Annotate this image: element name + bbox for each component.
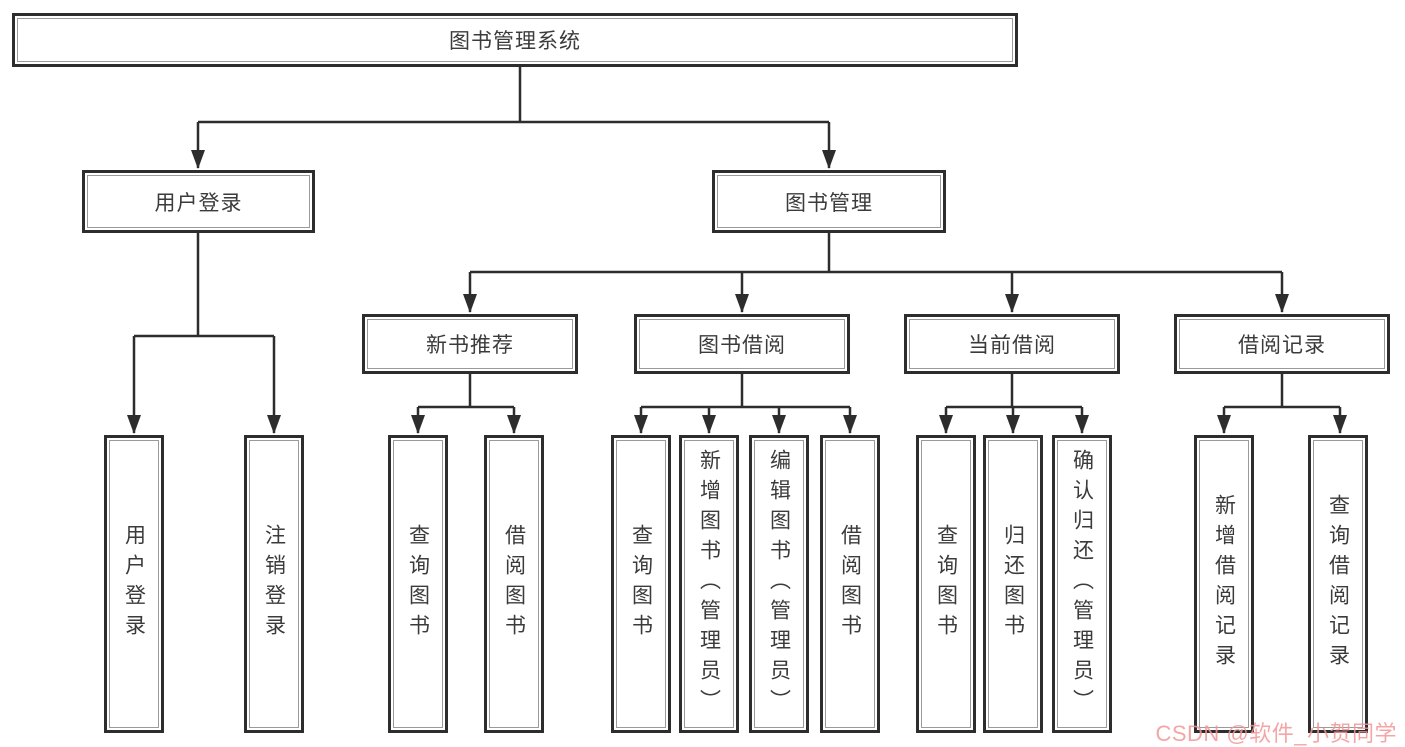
tree-rails	[134, 67, 1340, 409]
node-label: 用户登录	[122, 524, 146, 644]
node-book-management: 图书管理	[712, 170, 946, 233]
node-book-borrowing: 图书借阅	[634, 314, 850, 374]
leaf-borrow-books: 借阅图书	[820, 435, 880, 733]
leaf-recommend-query-books: 查询图书	[388, 435, 448, 733]
node-current-borrowing: 当前借阅	[904, 314, 1120, 374]
node-library-management-system: 图书管理系统	[12, 13, 1018, 67]
leaf-confirm-return-admin: 确认归还（管理员）	[1052, 435, 1112, 733]
node-label: 编辑图书（管理员）	[767, 449, 791, 719]
leaf-user-login: 用户登录	[104, 435, 164, 733]
node-label: 借阅记录	[1238, 334, 1326, 357]
leaf-add-borrow-record: 新增借阅记录	[1194, 435, 1254, 733]
node-label: 图书借阅	[698, 334, 786, 357]
node-label: 查询图书	[629, 524, 653, 644]
node-label: 借阅图书	[838, 524, 862, 644]
node-label: 新增借阅记录	[1212, 494, 1236, 674]
leaf-edit-books-admin: 编辑图书（管理员）	[749, 435, 809, 733]
node-label: 借阅图书	[502, 524, 526, 644]
node-label: 新增图书（管理员）	[697, 449, 721, 719]
leaf-current-query-books: 查询图书	[916, 435, 976, 733]
node-label: 查询借阅记录	[1326, 494, 1350, 674]
tree-arrows	[127, 122, 1347, 434]
node-label: 当前借阅	[968, 334, 1056, 357]
node-label: 查询图书	[934, 524, 958, 644]
leaf-return-books: 归还图书	[983, 435, 1043, 733]
node-new-book-recommend: 新书推荐	[362, 314, 578, 374]
node-label: 用户登录	[154, 191, 243, 215]
node-label: 查询图书	[406, 524, 430, 644]
leaf-borrowing-query-books: 查询图书	[611, 435, 671, 733]
leaf-logout: 注销登录	[244, 435, 304, 733]
node-label: 图书管理系统	[449, 30, 581, 53]
node-label: 新书推荐	[426, 334, 514, 357]
node-label: 注销登录	[262, 524, 286, 644]
leaf-query-borrow-record: 查询借阅记录	[1308, 435, 1368, 733]
node-label: 归还图书	[1001, 524, 1025, 644]
leaf-recommend-borrow-books: 借阅图书	[484, 435, 544, 733]
leaf-add-books-admin: 新增图书（管理员）	[679, 435, 739, 733]
node-user-login: 用户登录	[82, 170, 315, 233]
node-label: 确认归还（管理员）	[1070, 449, 1094, 719]
node-borrowing-records: 借阅记录	[1174, 314, 1390, 374]
node-label: 图书管理	[785, 191, 873, 215]
